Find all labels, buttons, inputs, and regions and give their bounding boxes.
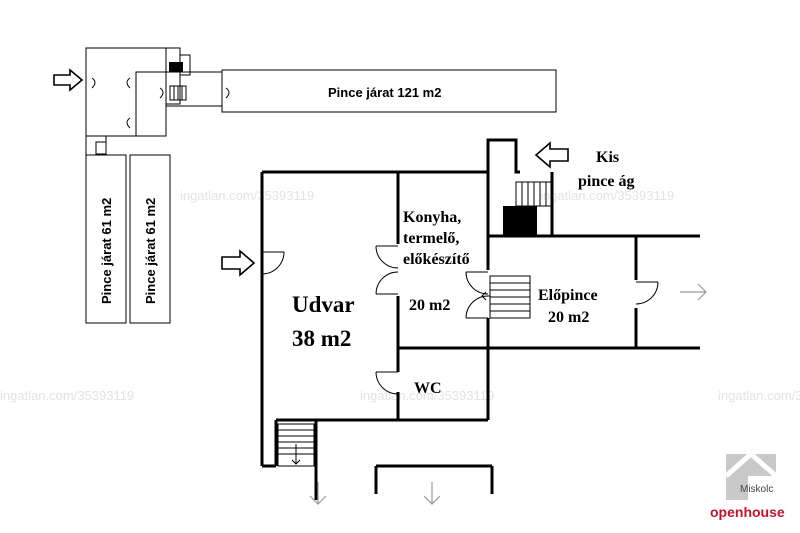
room-label-wc: WC <box>414 380 442 397</box>
room-label-udvar: Udvar <box>292 292 355 317</box>
room-label-konyha-3: előkészítő <box>403 251 470 268</box>
room-label-pince-ag: pince ág <box>578 173 634 190</box>
stairs-elopince <box>481 275 531 319</box>
doors <box>261 245 659 395</box>
exit-arrow-down-icon <box>423 482 441 505</box>
door-arc <box>91 77 96 89</box>
watermark-3: ingatlan.com/35393119 <box>0 388 134 403</box>
watermark-5: ingatlan.com/35393119 <box>718 388 800 403</box>
openhouse-logo: Miskolc openhouse <box>710 442 790 522</box>
small-stairs <box>169 85 187 101</box>
room-label-pince-jarat-61-b: Pince járat 61 m2 <box>143 198 158 304</box>
watermark-2: ingatlan.com/35393119 <box>540 188 674 203</box>
room-label-pince-jarat-121: Pince járat 121 m2 <box>328 85 441 100</box>
room-label-konyha-1: Konyha, <box>403 209 461 226</box>
corridor-121 <box>221 69 557 113</box>
room-label-kis: Kis <box>596 149 619 166</box>
main-building-walls <box>260 138 700 500</box>
room-label-konyha-2: termelő, <box>403 230 459 247</box>
watermark-1: ingatlan.com/35393119 <box>180 188 314 203</box>
logo-brand: openhouse <box>710 504 785 520</box>
watermarks: ingatlan.com/35393119 ingatlan.com/35393… <box>0 188 800 403</box>
room-label-konyha-area: 20 m2 <box>409 297 450 314</box>
corridor-61-b <box>129 154 171 324</box>
chimney-block <box>503 206 537 236</box>
room-label-elopince: Előpince <box>538 287 598 304</box>
udvar-entrance-arrow-icon <box>221 249 256 277</box>
entrance-arrow-icon <box>53 68 84 92</box>
kis-pince-arrow-icon <box>534 141 569 169</box>
corridor-61-a <box>85 154 127 324</box>
stairs-bottom <box>277 423 315 467</box>
exit-arrow-right-icon <box>680 283 707 301</box>
logo-city: Miskolc <box>740 484 774 495</box>
entry-room-outline <box>85 47 167 137</box>
chimney-block <box>169 62 183 72</box>
room-label-udvar-area: 38 m2 <box>292 326 351 351</box>
room-label-elopince-area: 20 m2 <box>548 309 589 326</box>
exit-arrow-down-icon <box>309 482 327 505</box>
stairs-kis-pince <box>515 181 553 207</box>
watermark-4: ingatlan.com/35393119 <box>360 388 494 403</box>
room-label-pince-jarat-61-a: Pince járat 61 m2 <box>99 198 114 304</box>
upper-cellar <box>85 47 557 324</box>
house-icon <box>724 450 778 500</box>
